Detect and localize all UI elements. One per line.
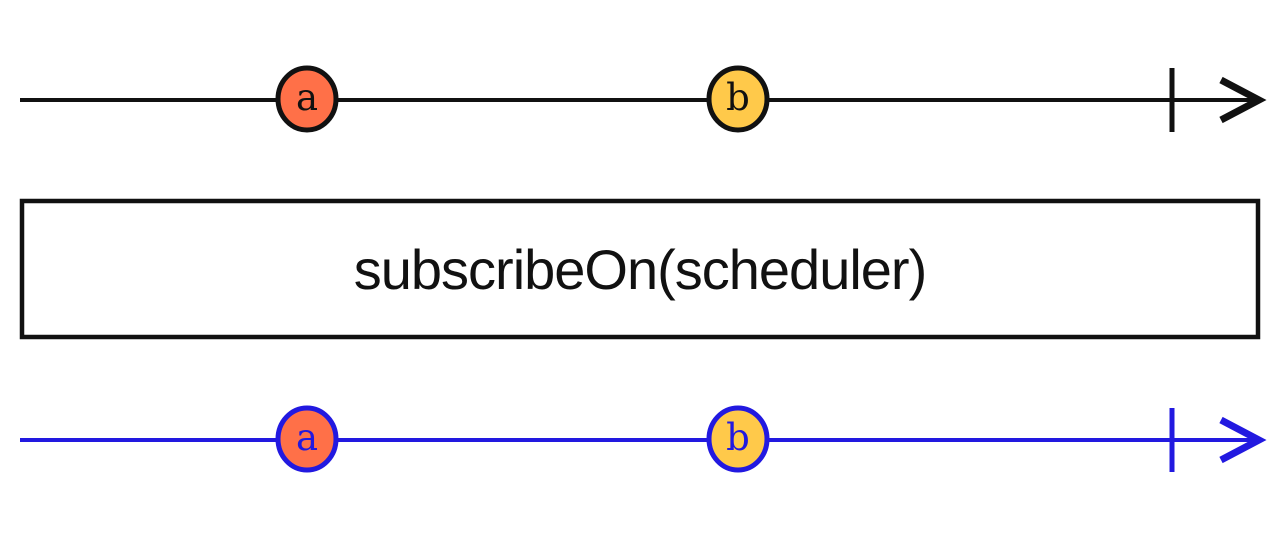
source-marble-b-label: b [726,76,750,119]
source-marble-a [275,65,339,133]
result-arrowhead-icon [1219,416,1267,464]
result-stream: a b [20,405,1267,473]
source-arrowhead-icon [1219,76,1267,124]
result-marble-b [706,405,770,473]
result-marble-a-label: a [296,416,318,459]
operator-box: subscribeOn(scheduler) [19,198,1261,340]
operator-label: subscribeOn(scheduler) [354,238,926,301]
source-stream: a b [20,65,1267,133]
operator-box-border [19,198,1261,340]
source-marble-b [706,65,770,133]
result-marble-a [275,405,339,473]
source-marble-a-label: a [296,76,318,119]
result-marble-b-label: b [726,416,750,459]
